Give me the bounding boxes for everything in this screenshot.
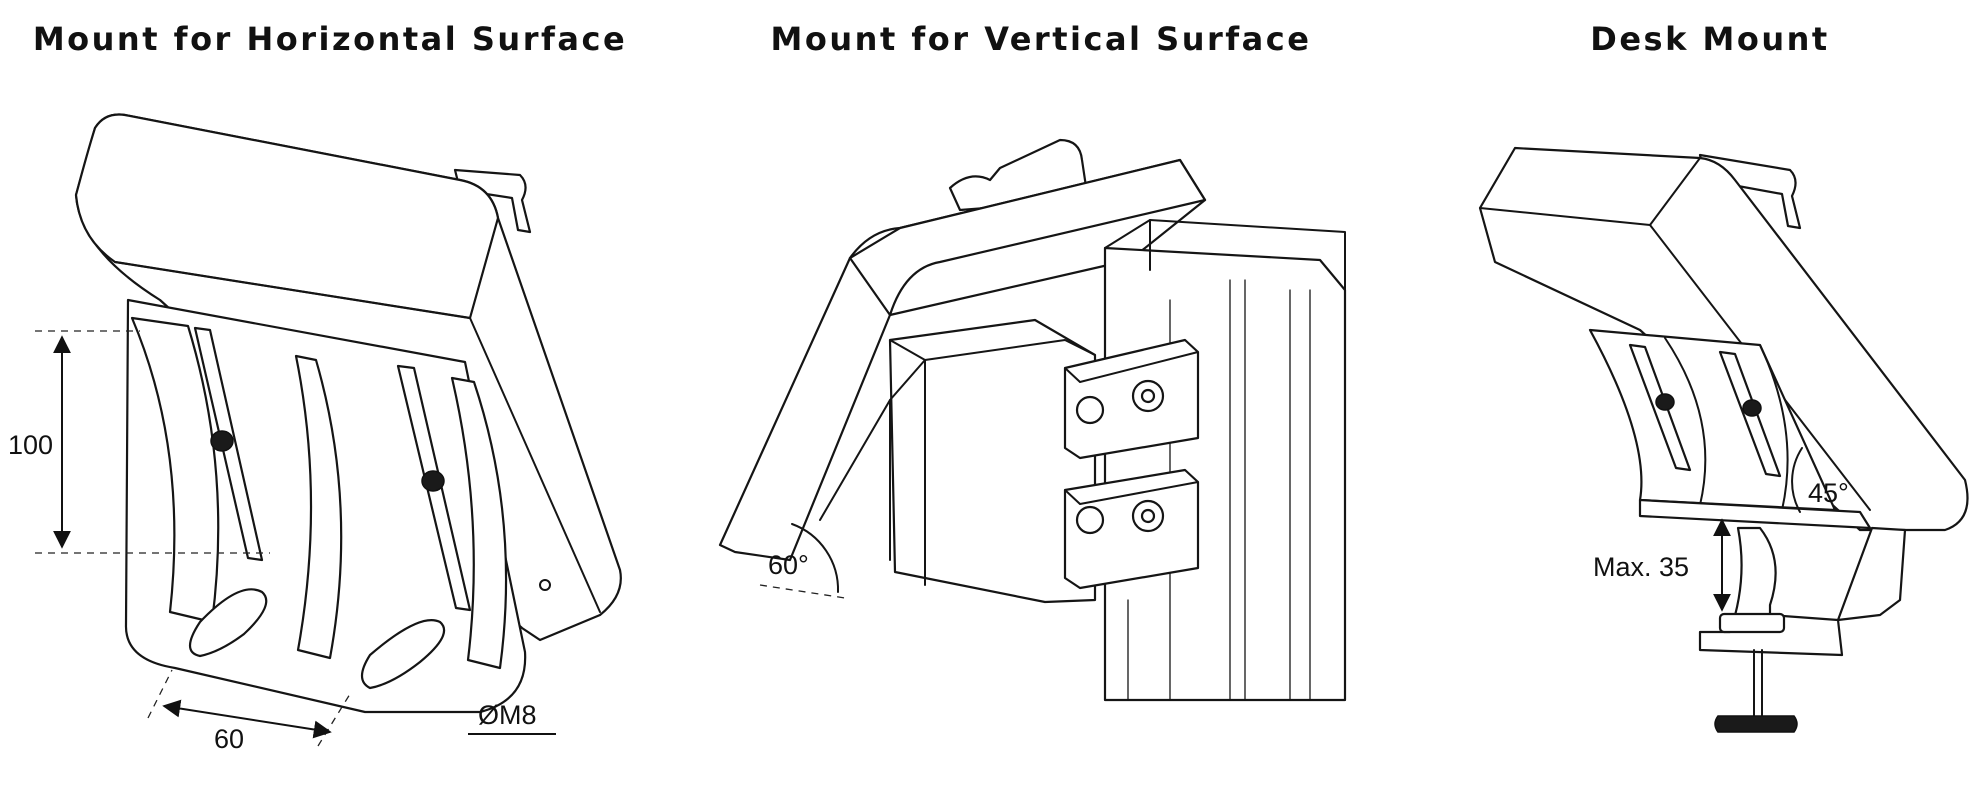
lower-angle-bracket <box>1063 468 1200 590</box>
right-rib <box>450 376 508 670</box>
clamp-capacity-label: Max. 35 <box>1593 552 1689 582</box>
angle-label: 45° <box>1808 478 1849 508</box>
clamp-screw-knob-icon <box>1714 715 1798 733</box>
vertical-mount-drawing: 60° <box>718 138 1347 702</box>
desk-mount-drawing: 45° Max. 35 <box>1478 146 1969 733</box>
bracket-box <box>888 318 1097 604</box>
aluminium-profile <box>1103 246 1347 702</box>
device-housing <box>1478 146 1969 532</box>
center-rib <box>294 354 343 660</box>
dimension-height-label: 100 <box>8 430 53 460</box>
knob-icon <box>210 430 234 452</box>
bolt-size-label: ØM8 <box>478 700 537 730</box>
knob-icon <box>421 470 445 492</box>
desk-mount-title: Desk Mount <box>1590 20 1830 58</box>
knob-icon <box>1655 393 1675 411</box>
upper-angle-bracket <box>1063 338 1200 460</box>
vertical-mount-title: Mount for Vertical Surface <box>770 20 1312 58</box>
base-slot-right <box>360 619 446 690</box>
knob-icon <box>1742 399 1762 417</box>
horizontal-mount-title: Mount for Horizontal Surface <box>32 20 628 58</box>
dimension-width-label: 60 <box>214 724 244 754</box>
base-slot-left <box>188 588 268 658</box>
angle-label: 60° <box>768 550 809 580</box>
horizontal-mount-drawing: 100 60 ØM8 <box>8 113 622 754</box>
